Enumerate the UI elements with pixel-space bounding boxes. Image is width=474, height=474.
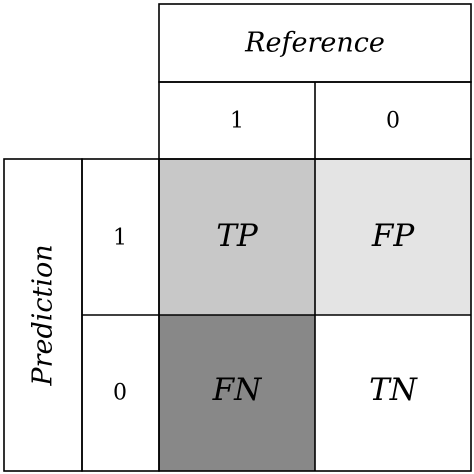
prediction-value-0: 0 — [113, 381, 127, 406]
cell-tp-label: TP — [216, 218, 259, 254]
grid-lines — [3, 3, 472, 472]
cell-fn-label: FN — [212, 372, 264, 408]
cell-fp-label: FP — [371, 218, 416, 254]
prediction-label: Prediction — [28, 244, 59, 386]
cell-fp-bg — [315, 159, 471, 315]
prediction-value-1: 1 — [113, 226, 127, 251]
cell-fn-bg — [159, 315, 315, 471]
cell-tp-bg — [159, 159, 315, 315]
cell-tn-label: TN — [369, 372, 419, 408]
reference-value-1: 1 — [230, 109, 244, 134]
cell-tn-bg — [315, 315, 471, 471]
reference-label: Reference — [244, 28, 385, 59]
reference-value-0: 0 — [386, 109, 400, 134]
